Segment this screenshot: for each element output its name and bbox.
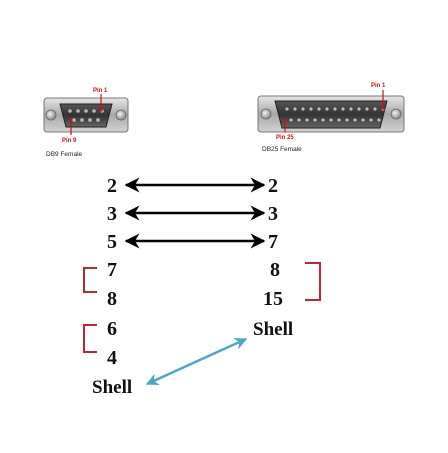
db9-pin1-label: Pin 1 [93,88,108,94]
db25-pin1-label: Pin 1 [371,83,386,89]
left-pin-label: 7 [107,259,117,281]
right-loopback-group: 8 15 [263,259,321,310]
db9-connector: Pin 1 Pin 9 DB9 Female [43,88,129,158]
bracket-icon [83,324,97,353]
db25-connector: Pin 1 Pin 25 DB25 Female [257,83,405,153]
screw-icon [115,109,127,121]
connection-rows: 2 2 3 3 5 7 [107,175,278,253]
db9-caption: DB9 Female [46,151,83,158]
db25-pin25-label: Pin 25 [276,135,294,141]
bracket-icon [305,262,321,301]
left-pin-label: 3 [107,203,117,225]
shell-arrow-icon [145,337,248,386]
left-pin-label: 8 [107,288,117,310]
left-pin-label: 5 [107,231,117,253]
screw-icon [45,109,57,121]
db9-pin9-label: Pin 9 [62,138,77,144]
left-pin-label: 6 [107,318,117,340]
left-pin-label: 4 [107,347,117,369]
shell-connection: Shell Shell [92,319,293,398]
left-shell-label: Shell [92,377,132,398]
right-pin-label: 15 [263,288,283,310]
right-pin-label: 7 [268,231,278,253]
left-loopback-group-1: 7 8 [83,259,117,310]
left-loopback-group-2: 6 4 [83,318,117,369]
right-pin-label: 8 [270,259,280,281]
right-pin-label: 2 [268,175,278,197]
left-pin-label: 2 [107,175,117,197]
screw-icon [260,108,272,120]
right-pin-label: 3 [268,203,278,225]
screw-icon [390,108,402,120]
bracket-icon [83,267,97,293]
db25-caption: DB25 Female [262,146,302,153]
right-shell-label: Shell [253,319,293,340]
